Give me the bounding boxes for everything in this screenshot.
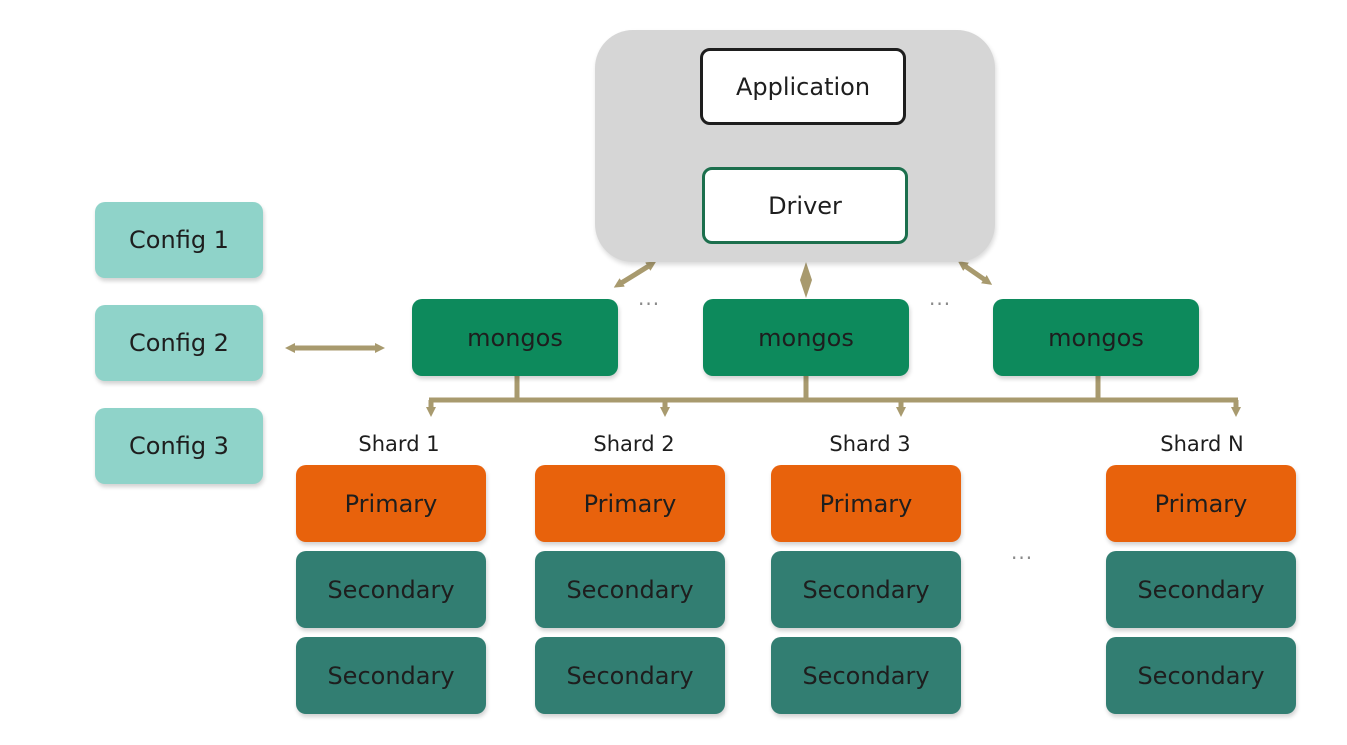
shard-label: Shard N — [1160, 432, 1244, 456]
mongos-router-1: mongos — [412, 299, 618, 376]
shard-2-secondary-1: Secondary — [535, 551, 725, 628]
ellipsis-routers-left: ... — [638, 286, 661, 310]
mongos-router-3: mongos — [993, 299, 1199, 376]
shard-n-primary: Primary — [1106, 465, 1296, 542]
ellipsis-shards: ... — [1011, 540, 1034, 564]
shard-label: Shard 3 — [829, 432, 911, 456]
shard-3-secondary-1: Secondary — [771, 551, 961, 628]
driver-box: Driver — [702, 167, 908, 244]
shard-label: Shard 2 — [593, 432, 675, 456]
shard-n-secondary-1: Secondary — [1106, 551, 1296, 628]
config-server-1: Config 1 — [95, 202, 263, 278]
shard-1-primary: Primary — [296, 465, 486, 542]
config-server-2: Config 2 — [95, 305, 263, 381]
ellipsis-routers-right: ... — [929, 286, 952, 310]
shard-1-secondary-1: Secondary — [296, 551, 486, 628]
shard-3-secondary-2: Secondary — [771, 637, 961, 714]
application-box: Application — [700, 48, 906, 125]
mongos-router-2: mongos — [703, 299, 909, 376]
config-server-3: Config 3 — [95, 408, 263, 484]
driver-mongos-left-arrow — [613, 261, 657, 288]
shard-label: Shard 1 — [358, 432, 440, 456]
shard-3-primary: Primary — [771, 465, 961, 542]
driver-mongos-right-arrow — [957, 261, 993, 285]
shard-2-primary: Primary — [535, 465, 725, 542]
shard-1-secondary-2: Secondary — [296, 637, 486, 714]
shard-n-secondary-2: Secondary — [1106, 637, 1296, 714]
driver-mongos-middle-link — [800, 262, 812, 298]
shard-2-secondary-2: Secondary — [535, 637, 725, 714]
